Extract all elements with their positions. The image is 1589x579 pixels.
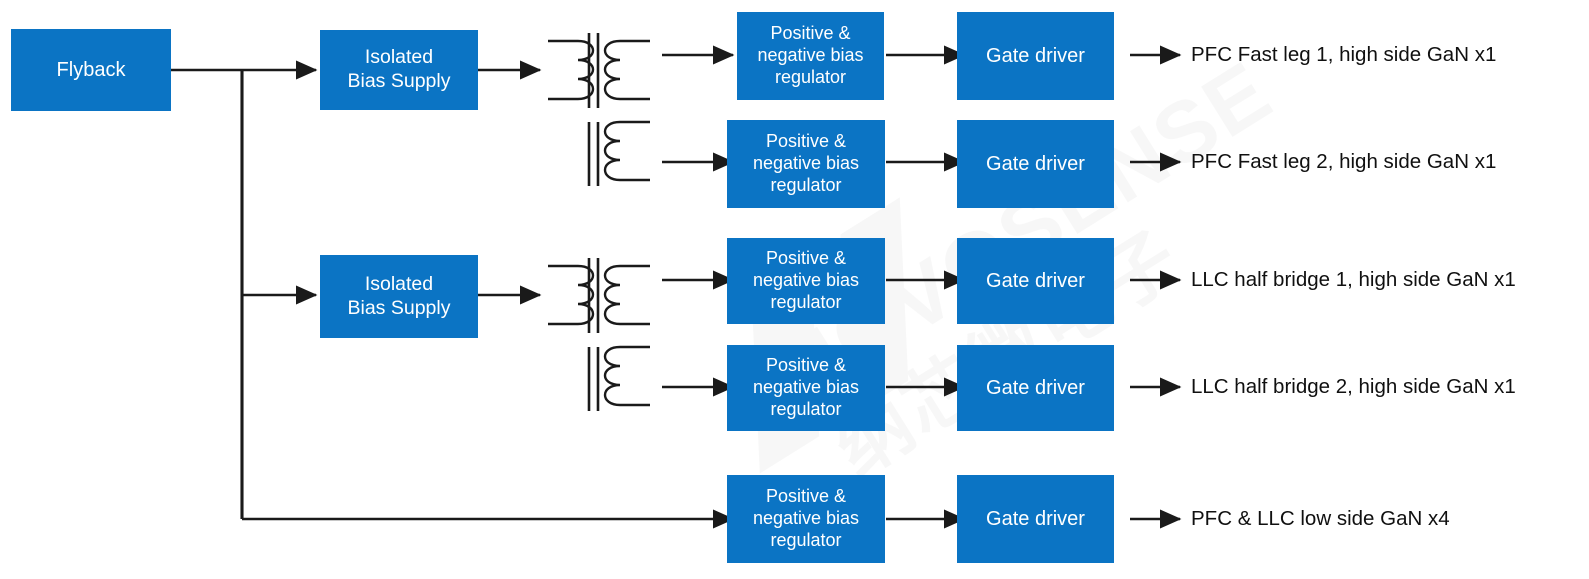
gate-driver-2-label: Gate driver [986,152,1085,175]
ibs2-line1: Isolated [364,272,434,295]
block-bias-regulator-3[interactable]: Positive & negative bias regulator [727,238,885,324]
output-label-3: LLC half bridge 1, high side GaN x1 [1191,268,1516,291]
reg1-line1: Positive & [770,23,851,44]
reg3-line2: negative bias [752,270,860,291]
block-gate-driver-3[interactable]: Gate driver [957,238,1114,324]
block-flyback-label: Flyback [56,58,126,81]
reg1-line2: negative bias [757,45,864,66]
reg5-line3: regulator [770,529,842,550]
block-bias-regulator-5[interactable]: Positive & negative bias regulator [727,475,885,563]
gate-driver-4-label: Gate driver [986,376,1085,399]
reg2-line2: negative bias [752,153,860,174]
reg2-line1: Positive & [765,131,847,152]
ibs2-line2: Bias Supply [347,296,451,319]
bias-regulator-1-text: Positive & negative bias regulator [757,23,863,89]
block-flyback[interactable]: Flyback [11,29,171,111]
reg5-line1: Positive & [765,486,847,507]
block-gate-driver-2[interactable]: Gate driver [957,120,1114,208]
block-bias-regulator-1[interactable]: Positive & negative bias regulator [737,12,884,100]
gate-driver-5-label: Gate driver [986,507,1085,530]
bias-regulator-2-text: Positive & negative bias regulator [753,131,859,197]
block-gate-driver-1[interactable]: Gate driver [957,12,1114,100]
ibs1-line2: Bias Supply [347,70,451,92]
output-label-5: PFC & LLC low side GaN x4 [1191,507,1450,530]
block-isolated-bias-supply-1[interactable]: Isolated Bias Supply [320,30,478,110]
reg3-line3: regulator [770,291,842,312]
reg4-line3: regulator [770,398,842,419]
output-label-1: PFC Fast leg 1, high side GaN x1 [1191,43,1497,66]
reg3-line1: Positive & [765,248,847,269]
bias-regulator-5-text: Positive & negative bias regulator [753,486,859,552]
gate-driver-3-label: Gate driver [986,269,1085,292]
reg4-line2: negative bias [752,377,860,398]
reg5-line2: negative bias [752,508,860,529]
block-bias-regulator-2[interactable]: Positive & negative bias regulator [727,120,885,208]
block-isolated-bias-supply-1-text: Isolated Bias Supply [348,46,451,94]
block-bias-regulator-4[interactable]: Positive & negative bias regulator [727,345,885,431]
block-gate-driver-5[interactable]: Gate driver [957,475,1114,563]
output-label-4: LLC half bridge 2, high side GaN x1 [1191,375,1516,398]
reg1-line3: regulator [774,66,847,87]
block-isolated-bias-supply-2[interactable]: Isolated Bias Supply [320,255,478,338]
block-isolated-bias-supply-2-text: Isolated Bias Supply [348,273,451,321]
block-gate-driver-4[interactable]: Gate driver [957,345,1114,431]
reg4-line1: Positive & [765,355,847,376]
reg2-line3: regulator [770,174,842,195]
output-label-2: PFC Fast leg 2, high side GaN x1 [1191,150,1497,173]
bias-regulator-4-text: Positive & negative bias regulator [753,355,859,421]
ibs1-line1: Isolated [364,46,434,69]
bias-regulator-3-text: Positive & negative bias regulator [753,248,859,314]
gate-driver-1-label: Gate driver [986,44,1085,67]
